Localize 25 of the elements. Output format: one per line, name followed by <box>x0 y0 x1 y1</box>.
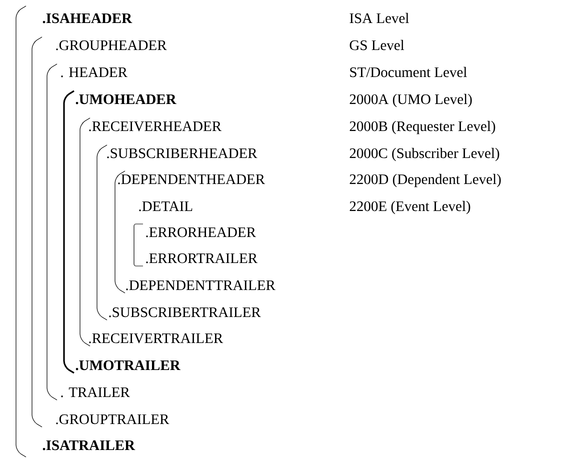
row-label: .DEPENDENTTRAILER <box>126 280 276 290</box>
row-label: . TRAILER <box>61 387 130 398</box>
row-label: .RECEIVERHEADER <box>89 121 222 132</box>
level-label: 2000C (Subscriber Level) <box>350 148 500 162</box>
level-label: ISA Level <box>350 12 409 24</box>
row-label: .ISAHEADER <box>42 13 132 24</box>
row-label: .GROUPTRAILER <box>56 414 170 424</box>
level-label: GS Level <box>350 40 404 50</box>
level-label: 2000B (Requester Level) <box>350 120 496 134</box>
row-label: . HEADER <box>61 67 128 78</box>
row-label: .UMOHEADER <box>76 94 176 104</box>
level-label: 2000A (UMO Level) <box>350 94 472 108</box>
level-label: ST/Document Level <box>350 66 467 78</box>
row-label: .DETAIL <box>139 201 192 212</box>
row-label: .SUBSCRIBERTRAILER <box>109 307 261 318</box>
level-label: 2200E (Event Level) <box>350 200 470 214</box>
row-label: .UMOTRAILER <box>76 360 180 370</box>
row-label: .GROUPHEADER <box>56 40 167 50</box>
row-label: .ISATRAILER <box>42 440 136 450</box>
level-label: 2200D (Dependent Level) <box>350 174 501 188</box>
row-label: .ERRORHEADER <box>146 227 256 238</box>
row-label: .ERRORTRAILER <box>146 253 258 264</box>
row-label: .SUBSCRIBERHEADER <box>107 148 258 158</box>
row-label: .RECEIVERTRAILER <box>89 333 224 344</box>
row-label: .DEPENDENTHEADER <box>118 174 265 184</box>
